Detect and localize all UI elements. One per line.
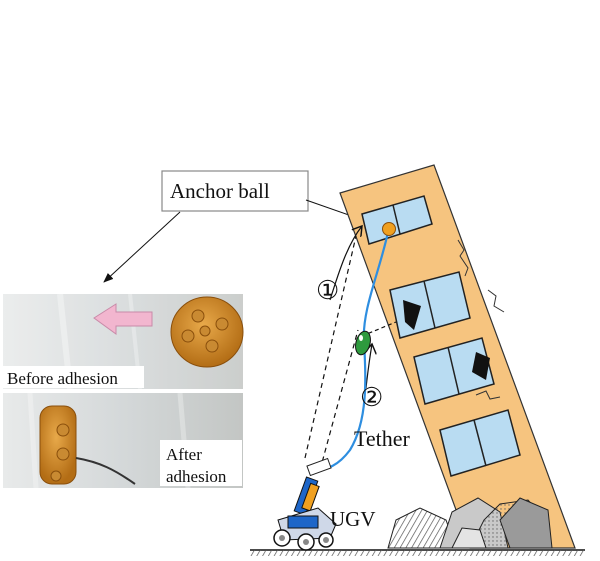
adhesive-pad-icon: [170, 296, 244, 368]
window: [439, 409, 521, 477]
pink-arrow-icon: [93, 303, 153, 335]
tether-label: Tether: [354, 426, 411, 451]
broken-window: [389, 271, 471, 339]
after-adhesion-label-line1: After: [166, 445, 202, 464]
adhesive-pad-icon: [39, 405, 77, 485]
rubble: [387, 497, 553, 549]
tilted-building: [339, 164, 576, 549]
before-adhesion-photo: Before adhesion: [3, 293, 244, 390]
ugv-robot-icon: [273, 457, 337, 551]
ground: [250, 549, 585, 556]
ugv-label: UGV: [330, 507, 376, 531]
climbing-robot-icon: [355, 330, 371, 356]
window: [361, 195, 433, 245]
launch-paths: [304, 226, 397, 471]
tether-line: [319, 231, 390, 470]
before-adhesion-label: Before adhesion: [7, 369, 118, 388]
anchor-ball-callout: Anchor ball: [103, 170, 387, 283]
anchor-ball-icon: [382, 222, 396, 236]
step-1-marker: ①: [316, 276, 339, 305]
step-2-marker: ②: [360, 383, 383, 412]
anchor-ball-label: Anchor ball: [170, 179, 270, 203]
tether-wire-photo: [75, 457, 136, 485]
after-adhesion-label-line2: adhesion: [166, 467, 227, 486]
after-adhesion-photo: After adhesion: [3, 392, 243, 489]
broken-window: [413, 337, 495, 405]
